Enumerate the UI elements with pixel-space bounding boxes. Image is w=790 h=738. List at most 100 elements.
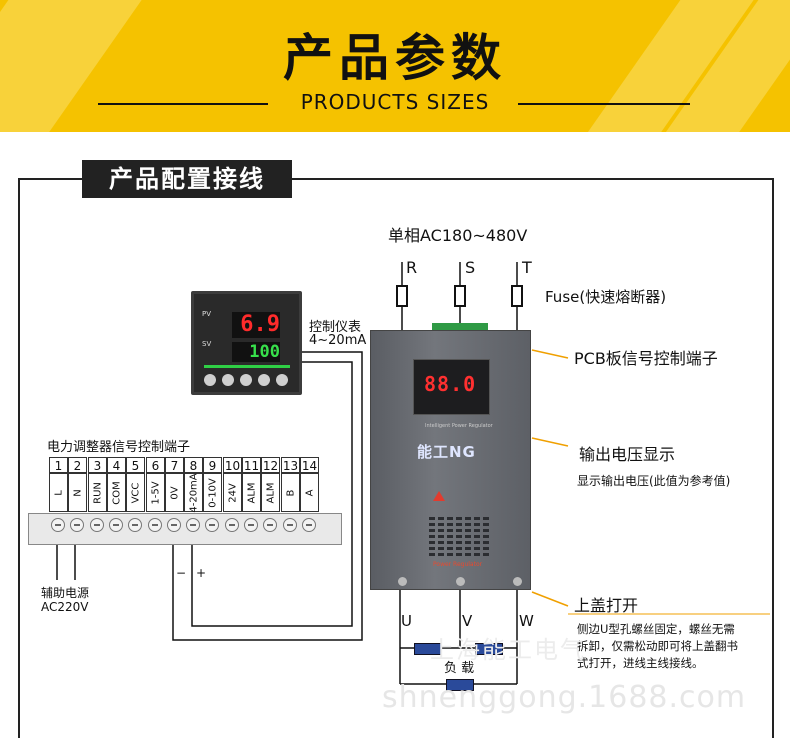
pv-display: 6.9 xyxy=(232,312,280,338)
vent-slot xyxy=(447,553,453,556)
vent-slot xyxy=(447,529,453,532)
callout-output-voltage-note: 显示输出电压(此值为参考值) xyxy=(577,474,731,488)
terminal-name: 0-10V xyxy=(203,473,222,512)
vent-slot xyxy=(474,523,480,526)
terminal-name-text: 4-20mA xyxy=(188,472,199,513)
vent-slot xyxy=(483,523,489,526)
vent-slot xyxy=(438,517,444,520)
output-w-label: W xyxy=(519,612,534,630)
phase-r-label: R xyxy=(406,258,418,277)
terminal-screw xyxy=(225,518,239,532)
callout-line-display xyxy=(531,437,569,447)
subtitle-rule-right xyxy=(518,103,690,105)
terminal-name: A xyxy=(300,473,319,512)
vent-slot xyxy=(474,529,480,532)
vent-slot xyxy=(483,547,489,550)
terminal-screw xyxy=(148,518,162,532)
pcb-connector xyxy=(432,323,488,331)
terminal-number: 12 xyxy=(261,457,280,473)
supply-label: 单相AC180~480V xyxy=(388,226,528,245)
regulator-logo: 能工NG xyxy=(417,443,476,461)
terminal-screw xyxy=(109,518,123,532)
vent-slot xyxy=(465,529,471,532)
vent-slot xyxy=(474,553,480,556)
vent-slot xyxy=(438,535,444,538)
terminal-name-text: 24V xyxy=(227,482,238,503)
wire-signal-2 xyxy=(191,361,353,627)
terminal-name: 0V xyxy=(165,473,184,512)
vent-slot xyxy=(456,553,462,556)
vent-slot xyxy=(456,529,462,532)
terminal-name-text: L xyxy=(53,489,64,496)
terminal-name: L xyxy=(49,473,68,512)
load-label: 负 载 xyxy=(444,661,475,676)
vent-slot xyxy=(429,541,435,544)
terminal-name-text: 0V xyxy=(169,485,180,500)
terminal-name-text: RUN xyxy=(92,481,103,504)
terminal-screw xyxy=(244,518,258,532)
temperature-controller: PV SV 6.9 100 xyxy=(191,291,302,395)
terminal-number: 7 xyxy=(165,457,184,473)
fuse-r xyxy=(396,285,408,307)
section-title: 产品配置接线 xyxy=(82,160,292,198)
terminal-name: ALM xyxy=(261,473,280,512)
terminal-name: ALM xyxy=(242,473,261,512)
callout-output-voltage: 输出电压显示 xyxy=(579,445,676,464)
terminal-number: 13 xyxy=(281,457,300,473)
vent-slot xyxy=(456,523,462,526)
vent-slot xyxy=(456,541,462,544)
terminal-number: 3 xyxy=(88,457,107,473)
terminal-screw xyxy=(186,518,200,532)
callout-cover-note-2: 拆卸，仅需松动即可将上盖翻书 xyxy=(577,639,738,653)
vent-slot xyxy=(429,529,435,532)
terminal-screw xyxy=(51,518,65,532)
terminal-number: 9 xyxy=(203,457,222,473)
terminal-screw xyxy=(90,518,104,532)
vent-slot xyxy=(465,535,471,538)
output-screw-w xyxy=(513,577,522,586)
vent-slot xyxy=(429,535,435,538)
terminal-name-text: A xyxy=(304,489,315,496)
terminal-number: 8 xyxy=(184,457,203,473)
terminal-name: RUN xyxy=(88,473,107,512)
terminal-block-title: 电力调整器信号控制端子 xyxy=(47,440,191,455)
diagram-frame xyxy=(18,178,774,738)
vent-slot xyxy=(429,547,435,550)
callout-cover-note-1: 侧边U型孔螺丝固定，螺丝无需 xyxy=(577,622,735,636)
vent-slot xyxy=(447,541,453,544)
warning-icon xyxy=(433,491,445,501)
vent-slot xyxy=(474,541,480,544)
fuse-s xyxy=(454,285,466,307)
vent-slot xyxy=(474,517,480,520)
vent-slot xyxy=(447,523,453,526)
callout-cover: 上盖打开 xyxy=(574,596,639,615)
vent-slot xyxy=(465,517,471,520)
sv-display: 100 xyxy=(232,342,280,362)
page-subtitle: PRODUCTS SIZES xyxy=(300,90,490,114)
terminal-name: COM xyxy=(107,473,126,512)
vent-slot xyxy=(438,541,444,544)
regulator-digits: 88.0 xyxy=(424,372,477,396)
vent-slot xyxy=(429,553,435,556)
terminal-name-text: B xyxy=(285,489,296,496)
terminal-screw xyxy=(302,518,316,532)
terminal-number: 11 xyxy=(242,457,261,473)
terminal-screw xyxy=(70,518,84,532)
ctrl-button-down xyxy=(240,374,252,386)
ctrl-button-up xyxy=(258,374,270,386)
terminal-name: 1-5V xyxy=(146,473,165,512)
fuse-t xyxy=(511,285,523,307)
vent-slot xyxy=(483,535,489,538)
terminal-name: B xyxy=(281,473,300,512)
controller-label: 控制仪表 xyxy=(309,320,362,335)
aux-power-label: 辅助电源 xyxy=(41,586,90,600)
vent-slot xyxy=(456,535,462,538)
callout-pcb: PCB板信号控制端子 xyxy=(574,349,718,368)
vent-slot xyxy=(438,529,444,532)
vent-slot xyxy=(429,517,435,520)
vent-slot xyxy=(483,517,489,520)
subtitle-rule-left xyxy=(98,103,268,105)
regulator-display: 88.0 xyxy=(413,359,490,415)
load-resistor-3 xyxy=(446,679,474,691)
